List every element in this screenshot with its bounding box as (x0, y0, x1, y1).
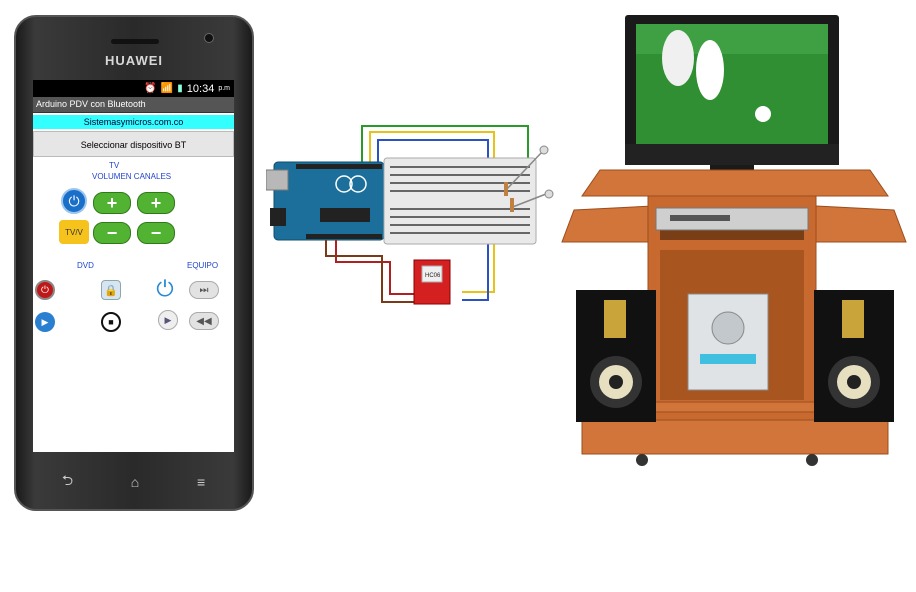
next-icon: ⏭ (200, 285, 209, 296)
header-top (296, 164, 382, 169)
wire-red (336, 240, 416, 294)
alarm-icon: ⏰ (144, 83, 156, 94)
equipo-power-button[interactable]: ⏻ (153, 278, 177, 300)
play-icon: ▶ (165, 315, 172, 326)
resistor-1 (504, 182, 508, 196)
arduino-board (274, 162, 384, 240)
phone-earpiece (111, 39, 159, 44)
equipo-next-button[interactable]: ⏭ (189, 281, 219, 299)
app-title: Arduino PDV con Bluetooth (33, 97, 234, 113)
tv-av-button[interactable]: TV/V (59, 220, 89, 244)
status-ampm: p.m (218, 85, 230, 92)
volume-channels-label: VOLUMEN CANALES (92, 172, 171, 181)
power-jack (270, 208, 286, 226)
atmega-chip (320, 208, 370, 222)
plus-icon: + (151, 194, 162, 212)
wifi-icon: 📶 (161, 83, 173, 94)
hc06-label: HC06 (425, 273, 441, 279)
player-right (696, 40, 724, 100)
player-left (662, 30, 694, 86)
dvd-label: DVD (77, 261, 94, 270)
minus-icon: − (151, 224, 162, 242)
phone-brand: HUAWEI (16, 53, 252, 68)
volume-down-button[interactable]: − (93, 222, 131, 244)
back-icon[interactable]: ⮌ (62, 470, 73, 494)
equipo-rewind-button[interactable]: ◀◀ (189, 312, 219, 330)
header-bottom (306, 234, 382, 239)
right-shelf (816, 206, 906, 242)
volume-up-button[interactable]: + (93, 192, 131, 214)
tv-furniture-scene (560, 10, 910, 480)
tv-label: TV (109, 161, 119, 170)
menu-icon[interactable]: ≡ (197, 474, 205, 490)
home-icon[interactable]: ⌂ (131, 474, 139, 490)
dvd-power-button[interactable]: ⏻ (35, 280, 55, 300)
caster-right (806, 454, 818, 466)
play-icon: ▶ (42, 317, 49, 328)
power-icon: ⏻ (68, 193, 79, 210)
plus-icon: + (107, 194, 118, 212)
cabinet-top (582, 170, 888, 196)
dvd-stop-button[interactable]: ■ (101, 312, 121, 332)
left-shelf (562, 206, 652, 242)
channel-down-button[interactable]: − (137, 222, 175, 244)
equipo-play-button[interactable]: ▶ (158, 310, 178, 330)
rewind-icon: ◀◀ (196, 316, 211, 327)
status-bar: ⏰ 📶 ▮ 10:34 p.m (33, 80, 234, 97)
stop-icon: ■ (108, 317, 113, 327)
caster-left (636, 454, 648, 466)
select-bt-device-button[interactable]: Seleccionar dispositivo BT (33, 131, 234, 157)
soccer-ball (755, 106, 771, 122)
power-icon: ⏻ (156, 276, 173, 302)
status-time: 10:34 (187, 83, 215, 95)
arduino-circuit-diagram: HC06 (266, 122, 556, 318)
wire-brown (326, 240, 416, 302)
phone-camera (204, 33, 214, 43)
phone-screen: ⏰ 📶 ▮ 10:34 p.m Arduino PDV con Bluetoot… (33, 80, 234, 452)
channel-up-button[interactable]: + (137, 192, 175, 214)
tvav-label: TV/V (65, 228, 83, 237)
minus-icon: − (107, 224, 118, 242)
signal-icon: ▮ (177, 83, 183, 94)
tv-power-button[interactable]: ⏻ (61, 188, 87, 214)
resistor-2 (510, 198, 514, 212)
site-banner: Sistemasymicros.com.co (33, 115, 234, 129)
equipo-label: EQUIPO (187, 261, 218, 270)
cabinet-bottom (582, 420, 888, 454)
usb-port (266, 170, 288, 190)
phone-nav-bar: ⮌ ⌂ ≡ (33, 467, 234, 497)
power-icon: ⏻ (41, 285, 49, 296)
dvd-eject-button[interactable]: 🔒 (101, 280, 121, 300)
phone-device: HUAWEI ⏰ 📶 ▮ 10:34 p.m Arduino PDV con B… (14, 15, 254, 511)
dvd-play-button[interactable]: ▶ (35, 312, 55, 332)
lock-icon: 🔒 (104, 284, 118, 297)
